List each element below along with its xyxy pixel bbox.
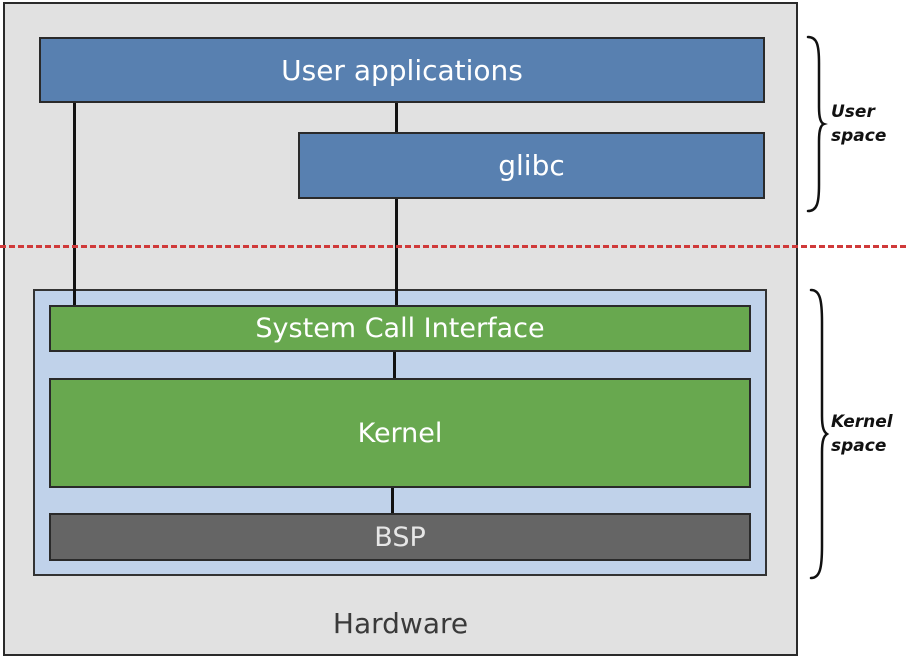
kernel-space-brace-icon xyxy=(809,288,830,580)
hardware-label: Hardware xyxy=(332,607,469,640)
connector-apps-to-glibc xyxy=(395,103,398,132)
connector-kernel-to-bsp xyxy=(391,488,394,513)
user-applications-box: User applications xyxy=(39,37,765,103)
user-space-label-line-2: space xyxy=(831,126,887,146)
glibc-box: glibc xyxy=(298,132,765,199)
kernel-space-label-line-1: Kernel xyxy=(831,412,893,432)
user-kernel-divider xyxy=(0,245,906,248)
kernel-box: Kernel xyxy=(49,378,751,488)
bsp-box: BSP xyxy=(49,513,751,561)
system-call-interface-box: System Call Interface xyxy=(49,305,751,352)
kernel-space-label: Kernel space xyxy=(831,410,906,458)
connector-glibc-to-syscall xyxy=(395,199,398,305)
user-space-label: User space xyxy=(831,100,906,148)
connector-syscall-to-kernel xyxy=(393,352,396,378)
user-space-label-line-1: User xyxy=(831,102,875,122)
connector-apps-to-syscall xyxy=(73,103,76,305)
kernel-space-label-line-2: space xyxy=(831,436,887,456)
user-space-brace-icon xyxy=(806,35,828,213)
